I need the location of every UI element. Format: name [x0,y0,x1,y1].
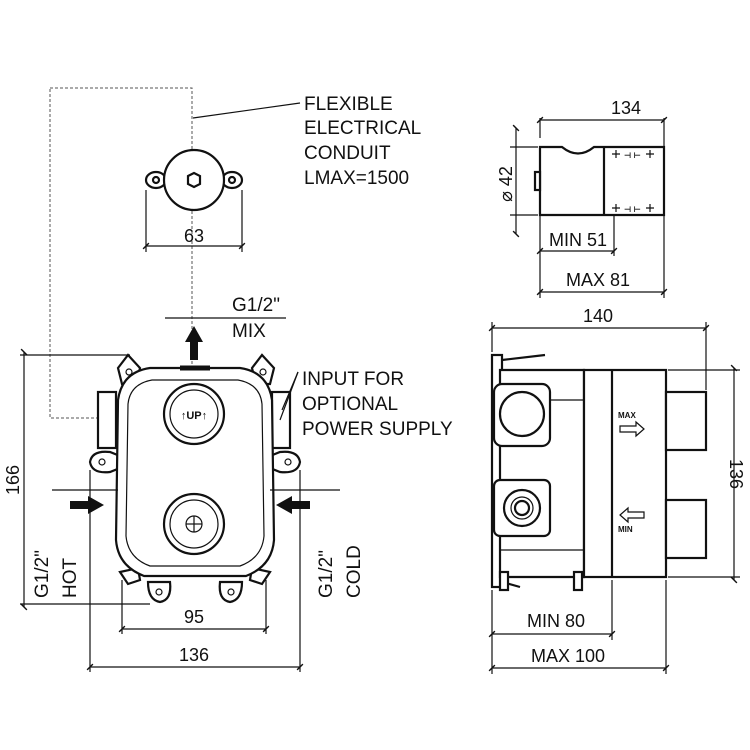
valve-body-inner [125,379,265,567]
conduit-label-line-3: CONDUIT [304,143,391,164]
hex-nut-icon [186,171,202,189]
max-marker: MAX [618,411,636,420]
cap-width-value: 63 [184,226,204,246]
conduit-cap-body [162,148,226,212]
power-label-line-3: POWER SUPPLY [302,419,453,440]
min-arrow-icon [619,506,645,524]
conduit-label: FLEXIBLE ELECTRICAL CONDUIT LMAX=1500 [304,94,421,189]
mount-width-value: 95 [184,607,204,627]
side-marker-bottom: ⊣ ⊢ [624,205,641,214]
body-side-view: MAX MIN 140 136 MIN 80 MAX 100 [488,306,746,674]
outlet-port [498,390,546,438]
up-marker: ↑UP↑ [181,410,207,422]
front-view: ↑UP↑ G1/2" MIX G1/2" HOT G1/2" COLD INPU… [3,295,453,672]
side-marker-top: ⊣ ⊢ [624,151,641,160]
conduit-leader [192,102,301,119]
conduit-cap: 63 [49,87,301,419]
hot-thread-label: G1/2" [32,550,53,598]
install-min-value: MIN 80 [527,611,585,631]
conduit-label-line-4: LMAX=1500 [304,168,409,189]
upper-knob [664,390,708,452]
cold-inlet-arrow-icon [276,496,310,514]
hot-label: HOT [60,558,81,599]
inlet-port [502,488,542,528]
power-label-line-1: INPUT FOR [302,369,404,390]
side-length-value: 134 [611,98,641,118]
max-arrow-icon [619,420,645,438]
mix-label: MIX [232,321,266,342]
valve-body-outline [114,366,276,578]
side-min-value: MIN 51 [549,230,607,250]
side-body-outline [538,145,666,217]
body-front [582,368,668,579]
body-height-value: 136 [726,459,746,489]
min-marker: MIN [618,525,633,534]
upper-disc [162,382,226,446]
mix-thread-label: G1/2" [232,295,280,316]
install-max-value: MAX 100 [531,646,605,666]
hot-inlet-arrow-icon [70,496,104,514]
left-stub [96,390,118,450]
cold-label: COLD [344,545,365,598]
front-width-value: 136 [179,645,209,665]
conduit-label-line-2: ELECTRICAL [304,118,421,139]
cold-thread-label: G1/2" [316,550,337,598]
body-width-value: 140 [583,306,613,326]
conduit-label-line-1: FLEXIBLE [304,94,393,115]
diameter-value: ⌀ 42 [496,166,516,202]
side-max-value: MAX 81 [566,270,630,290]
side-view: 134 ⊣ ⊢ ⊣ ⊢ ⌀ 42 MIN 51 MAX 81 [496,98,668,298]
lower-knob [664,498,708,560]
mix-arrow-icon [185,326,203,360]
power-label-line-2: OPTIONAL [302,394,398,415]
front-height-value: 166 [3,465,23,495]
